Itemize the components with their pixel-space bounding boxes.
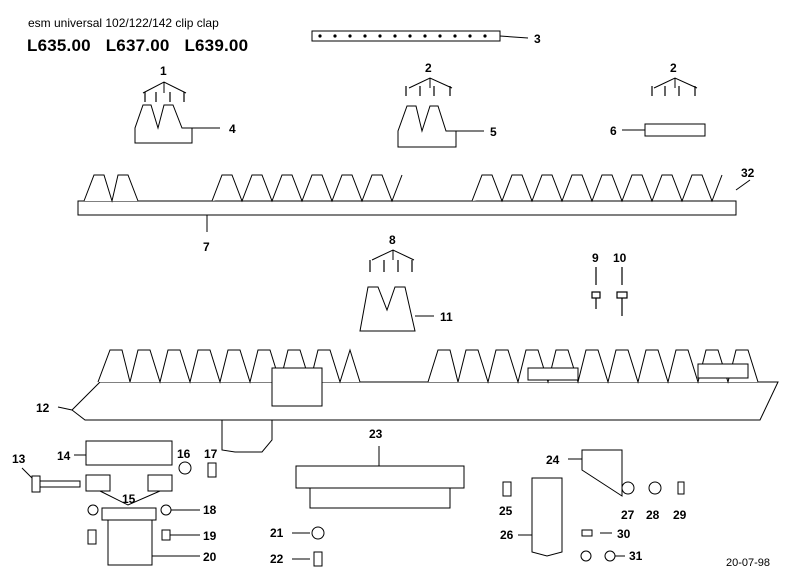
callout-label: 3 [534, 32, 541, 46]
callout-label: 24 [546, 453, 560, 467]
callout-label: 7 [203, 240, 210, 254]
callout-label: 28 [646, 508, 660, 522]
callout-label: 20 [203, 550, 217, 564]
parts-18-20 [87, 504, 200, 566]
callout-label: 29 [673, 508, 687, 522]
bolt-group-1 [142, 81, 187, 102]
callout-label: 31 [629, 549, 643, 563]
revision-date: 20-07-98 [725, 557, 770, 569]
callout-label: 8 [389, 233, 396, 247]
callout-label: 18 [203, 503, 217, 517]
callout-label: 32 [741, 166, 755, 180]
callout-label: 13 [12, 452, 26, 466]
callout-label: 16 [177, 447, 191, 461]
part-13-bolt [21, 467, 81, 493]
part-14-plate [74, 440, 173, 466]
part-3-bar [311, 30, 529, 42]
callout-label: 2 [425, 61, 432, 75]
callout-label: 11 [440, 310, 453, 324]
model-number: L639.00 [184, 36, 249, 55]
part-23-guide [295, 446, 465, 509]
callout-label: 17 [204, 447, 218, 461]
part-11-section [359, 286, 434, 332]
callout-label: 10 [613, 251, 627, 265]
part-12-cutterbar [57, 348, 779, 453]
callout-label: 26 [500, 528, 514, 542]
callout-label: 25 [499, 504, 513, 518]
callout-label: 14 [57, 449, 71, 463]
callout-label: 6 [610, 124, 617, 138]
model-number: L635.00 [27, 36, 91, 55]
knife-assembly [77, 174, 751, 232]
callout-label: 12 [36, 401, 50, 415]
bolt-group-2b [651, 77, 698, 96]
callout-label: 4 [229, 122, 236, 136]
callout-label: 22 [270, 552, 284, 566]
callout-label: 5 [490, 125, 497, 139]
parts-16-17 [178, 461, 217, 478]
callout-label: 19 [203, 529, 217, 543]
callout-label: 9 [592, 251, 599, 265]
callout-label: 23 [369, 427, 383, 441]
callout-label: 1 [160, 64, 167, 78]
callout-label: 21 [270, 526, 284, 540]
parts-24-26 [502, 449, 623, 557]
bolt-group-8 [369, 249, 415, 272]
bolt-group-2a [405, 77, 453, 96]
part-4-section [134, 104, 220, 144]
parts-9-10-bolts [591, 267, 628, 316]
diagram-subtitle: esm universal 102/122/142 clip clap [28, 16, 219, 30]
callout-label: 15 [122, 492, 136, 506]
part-15-blocks [85, 474, 173, 506]
part-6-strip [622, 123, 706, 137]
callout-label: 2 [670, 61, 677, 75]
model-numbers: L635.00 L637.00 L639.00 [27, 36, 258, 56]
callout-label: 30 [617, 527, 631, 541]
model-number: L637.00 [105, 36, 170, 55]
parts-27-31 [580, 481, 685, 562]
callout-labels: 1 2 2 3 4 5 6 7 8 9 10 11 12 13 14 15 16… [12, 32, 755, 566]
parts-21-22 [292, 526, 325, 567]
callout-label: 27 [621, 508, 635, 522]
part-5-section [397, 105, 484, 148]
